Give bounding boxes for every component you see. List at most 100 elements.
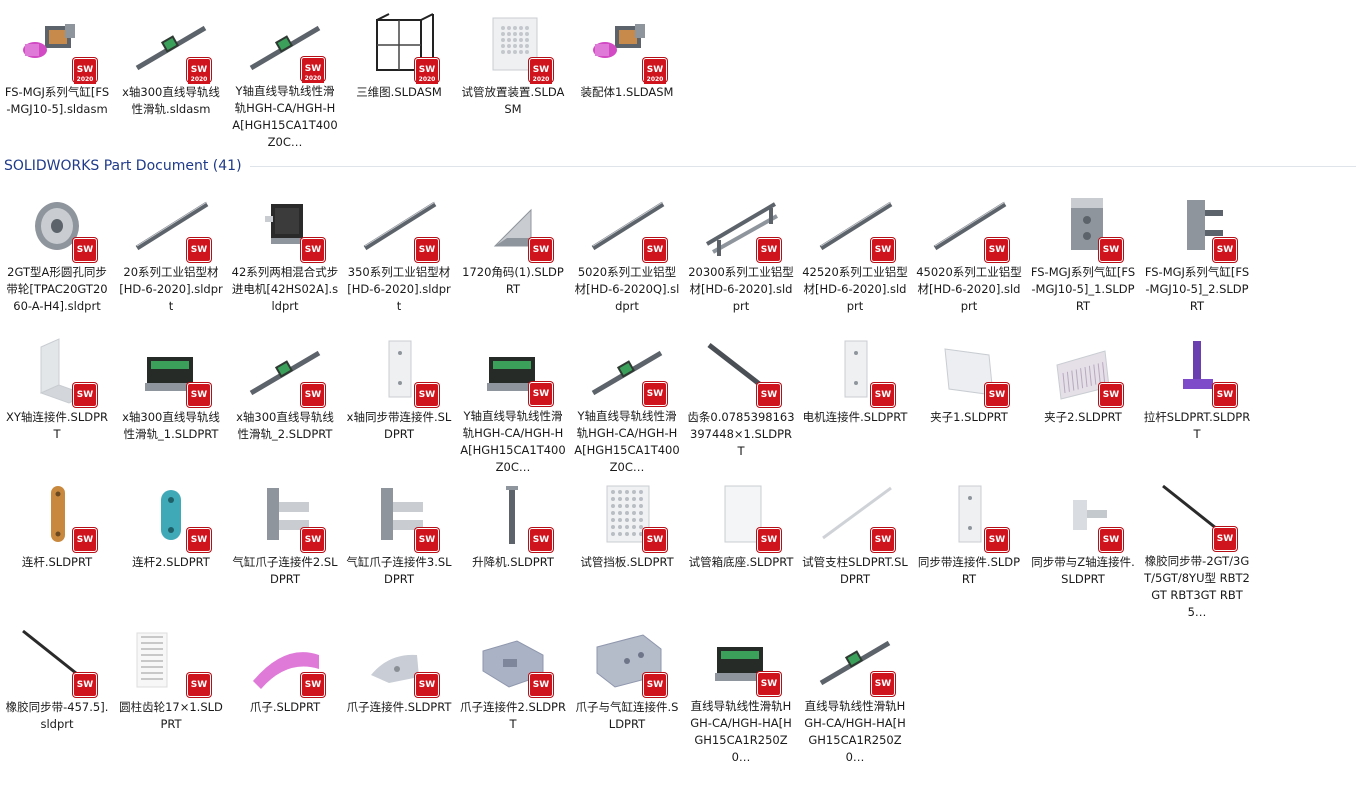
slider-block-icon: SW <box>473 335 553 407</box>
pulley-icon: SW <box>17 190 97 262</box>
file-name-label: XY轴连接件.SLDPRT <box>5 410 109 441</box>
file-name-label: 42520系列工业铝型材[HD-6-2020].sldprt <box>802 265 908 313</box>
aluminum-profile-icon: SW <box>359 190 439 262</box>
part-file-item[interactable]: SW 拉杆SLDPRT.SLDPRT <box>1140 331 1254 476</box>
solidworks-badge-icon: SW <box>187 528 211 552</box>
lift-shaft-icon: SW <box>473 480 553 552</box>
badge-text: SW <box>1216 245 1234 255</box>
solidworks-badge-icon: SW <box>757 672 781 697</box>
claw-connector-icon: SW <box>359 625 439 697</box>
linear-rail-icon: SW <box>815 625 895 697</box>
badge-year: 2020 <box>530 76 552 84</box>
badge-text: SW <box>646 535 664 545</box>
badge-text: SW <box>76 680 94 690</box>
solidworks-badge-icon: SW <box>871 383 895 407</box>
badge-text: SW <box>190 535 208 545</box>
solidworks-badge-icon: SW <box>529 673 553 697</box>
solidworks-badge-icon: SW <box>529 528 553 552</box>
solidworks-badge-icon: SW <box>1213 238 1237 262</box>
badge-text: SW <box>532 65 550 75</box>
solidworks-badge-icon: SW <box>301 383 325 407</box>
badge-text: SW <box>988 245 1006 255</box>
file-name-label: 直线导轨线性滑轨HGH-CA/HGH-HA[HGH15CA1R250Z0… <box>690 699 792 765</box>
tube-baffle-icon: SW <box>587 480 667 552</box>
file-name-label: 拉杆SLDPRT.SLDPRT <box>1143 410 1251 441</box>
file-name-label: FS-MGJ系列气缸[FS-MGJ10-5]_1.SLDPRT <box>1030 265 1136 313</box>
solidworks-badge-icon: SW <box>73 238 97 262</box>
badge-text: SW <box>760 245 778 255</box>
spur-gear-icon: SW <box>131 625 211 697</box>
file-name-label: 夹子2.SLDPRT <box>1044 410 1122 424</box>
file-name-label: 橡胶同步带-2GT/3GT/5GT/8YU型 RBT2GT RBT3GT RBT… <box>1144 554 1250 620</box>
file-name-label: 齿条0.0785398163397448×1.SLDPRT <box>687 410 795 458</box>
file-name-label: x轴300直线导轨线性滑轨.sldasm <box>122 85 220 116</box>
badge-text: SW <box>532 245 550 255</box>
solidworks-badge-icon: SW <box>529 382 553 407</box>
badge-text: SW <box>646 245 664 255</box>
section-header-part-documents[interactable]: SOLIDWORKS Part Document (41) <box>4 154 1356 178</box>
aluminum-profile-icon: SW <box>929 190 1009 262</box>
badge-text: SW <box>304 64 322 75</box>
cylinder-body-icon: SW <box>1157 190 1237 262</box>
file-name-label: FS-MGJ系列气缸[FS-MGJ10-5].sldasm <box>4 85 110 116</box>
file-name-label: Y轴直线导轨线性滑轨HGH-CA/HGH-HA[HGH15CA1T400Z0C… <box>232 84 338 150</box>
badge-text: SW <box>760 535 778 545</box>
solidworks-badge-icon: SW <box>187 673 211 697</box>
pillar-icon: SW <box>815 480 895 552</box>
file-name-label: 试管放置装置.SLDASM <box>461 85 565 116</box>
file-name-label: 夹子1.SLDPRT <box>930 410 1008 424</box>
solidworks-badge-icon: SW <box>1213 383 1237 407</box>
solidworks-badge-icon: SW <box>643 238 667 262</box>
